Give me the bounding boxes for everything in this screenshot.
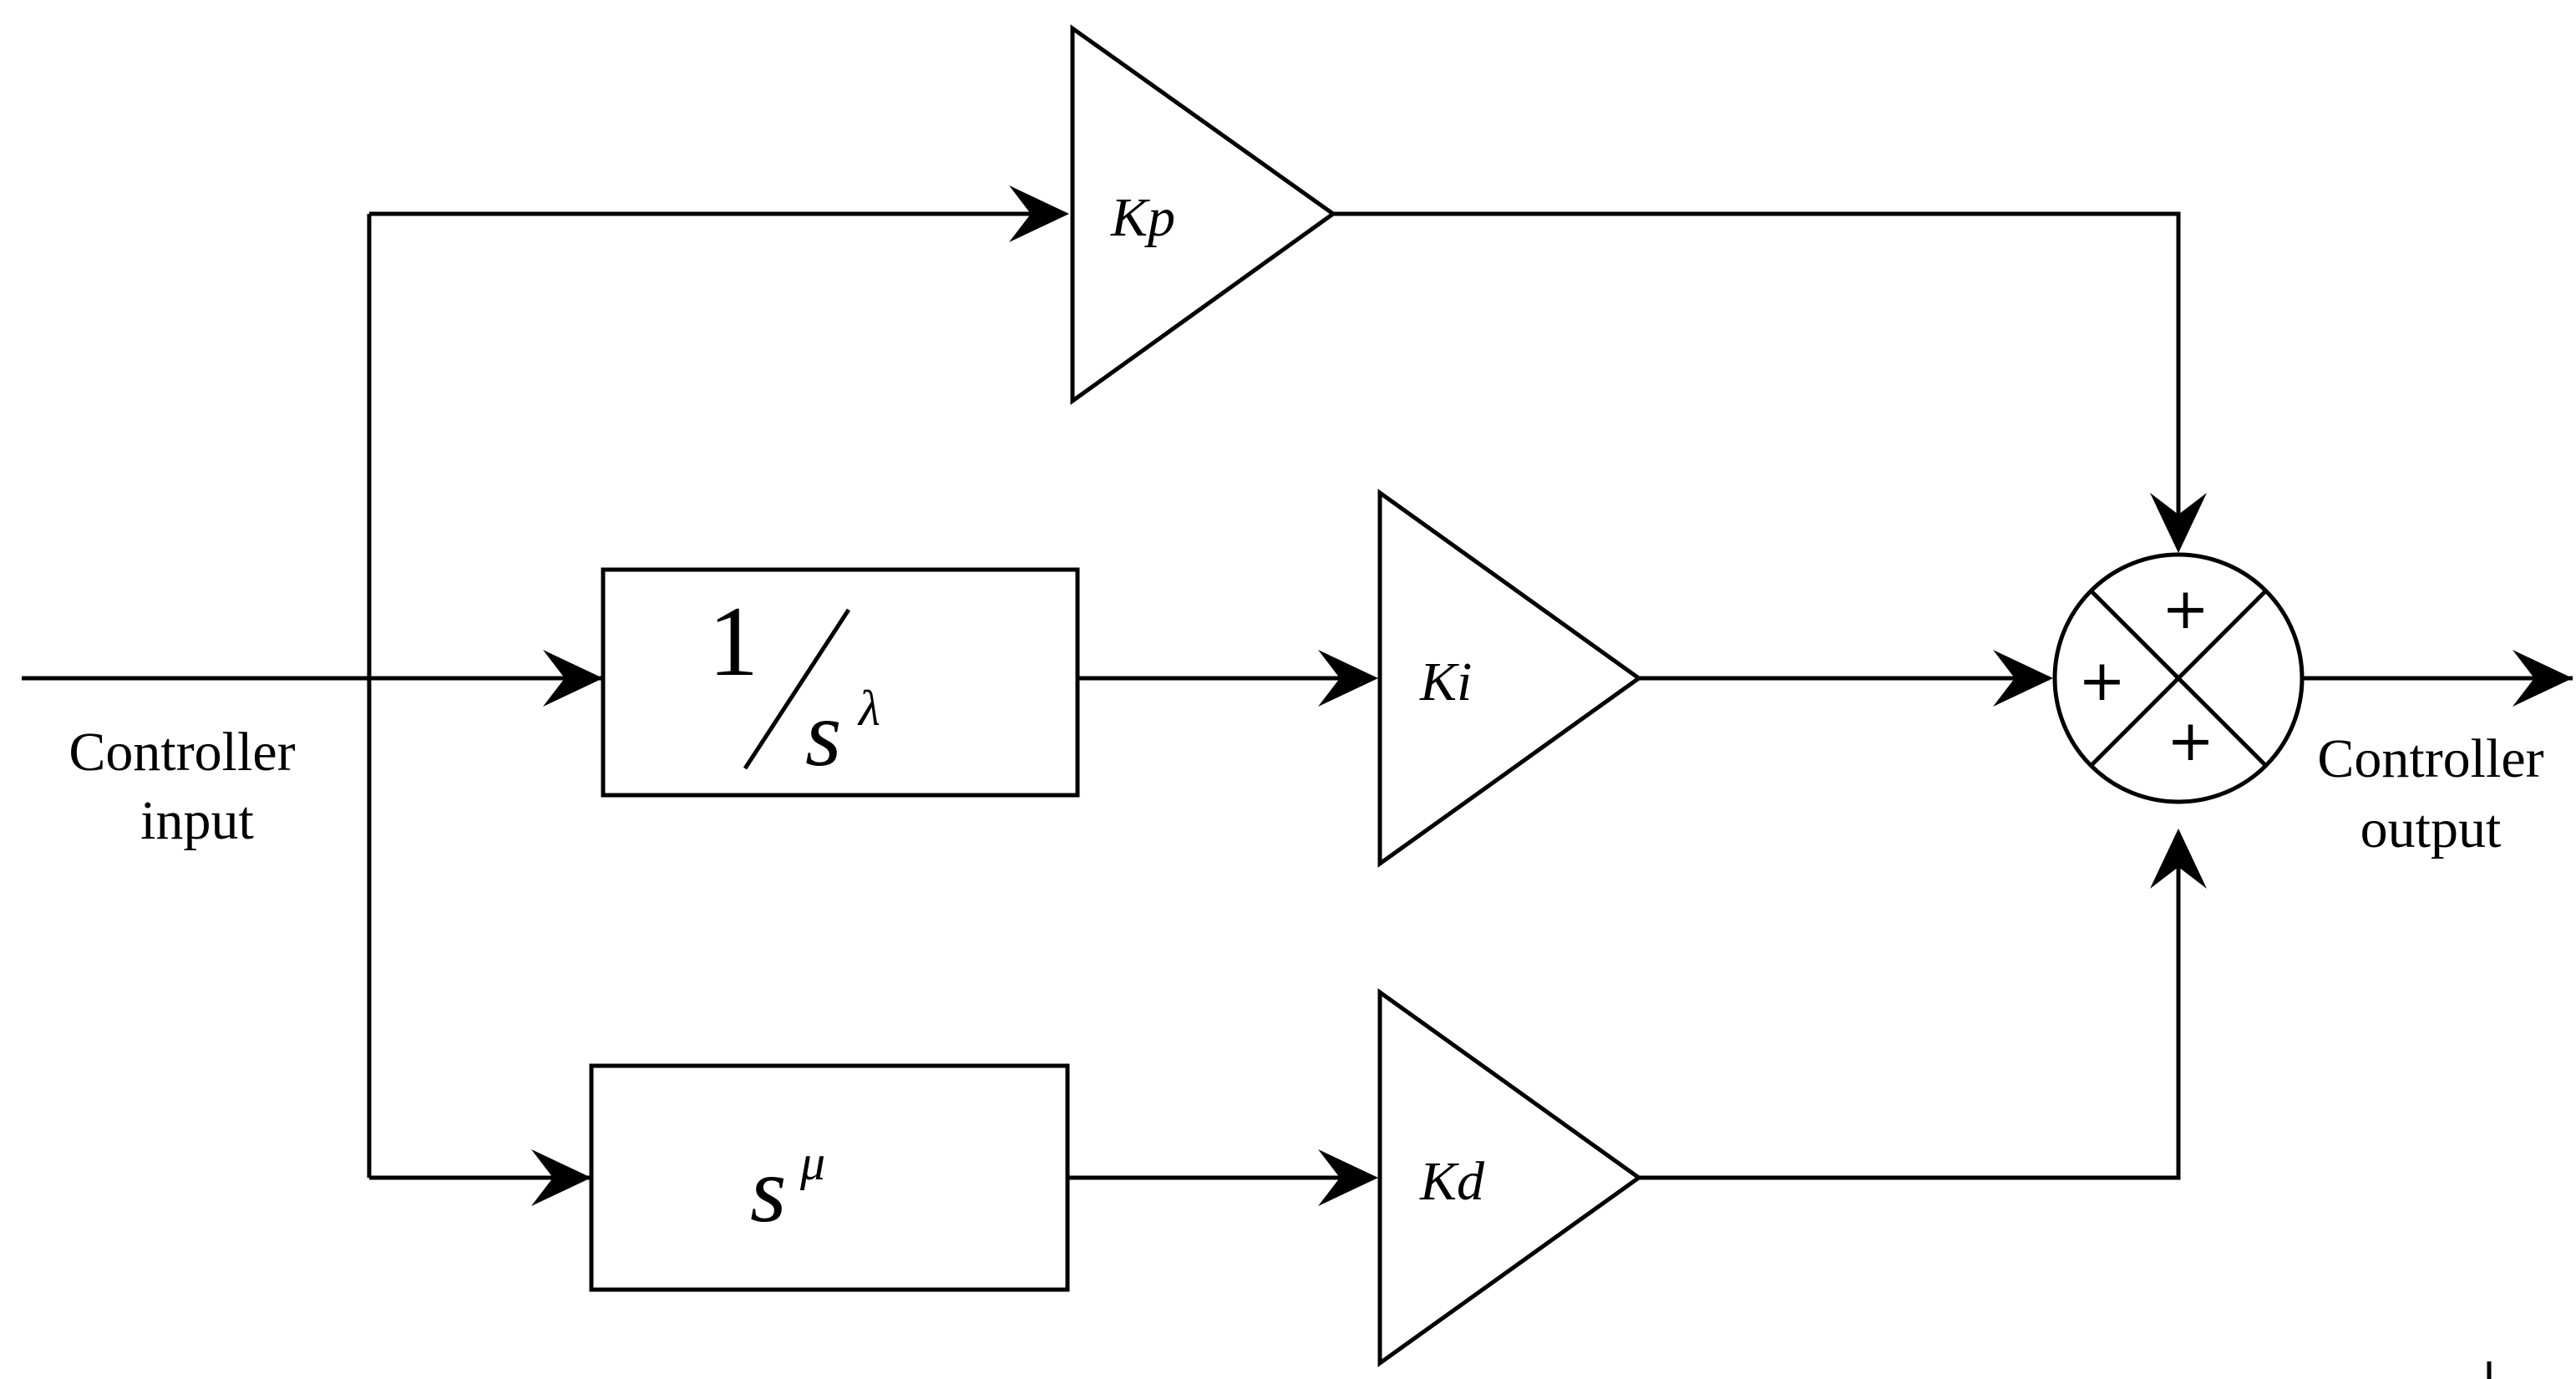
kd-triangle xyxy=(1377,988,1643,1367)
output-label: Controller output xyxy=(2317,728,2543,859)
integrator-numerator: 1 xyxy=(708,586,758,697)
plus-sign-top: + xyxy=(2162,576,2209,642)
differentiator-box xyxy=(589,1063,1070,1292)
integrator-block: 1 s λ xyxy=(601,567,1080,798)
differentiator-block: s μ xyxy=(589,1063,1070,1292)
summing-cross-line-b xyxy=(2089,589,2268,768)
summing-junction: + + + xyxy=(2052,552,2305,804)
ki-triangle xyxy=(1377,489,1643,868)
integrator-fraction-slash xyxy=(743,608,851,770)
input-label-line1: Controller xyxy=(68,722,295,783)
kp-label: Kp xyxy=(1110,187,1175,248)
plus-sign-left: + xyxy=(2078,648,2126,714)
plus-sign-bottom: + xyxy=(2167,708,2214,774)
kd-gain-block: Kd xyxy=(1377,988,1643,1367)
input-label-line2: input xyxy=(140,790,254,851)
kp-triangle xyxy=(1070,24,1337,405)
integrator-base: s xyxy=(805,682,842,786)
kd-label: Kd xyxy=(1419,1151,1485,1212)
differentiator-exponent: μ xyxy=(799,1135,825,1190)
ki-gain-block: Ki xyxy=(1377,489,1643,868)
input-label: Controller input xyxy=(68,722,295,851)
integrator-box xyxy=(601,567,1080,798)
kp-gain-block: Kp xyxy=(1070,24,1337,405)
kd-to-sum-wire xyxy=(1639,837,2181,1180)
differentiator-base: s xyxy=(750,1138,787,1242)
integrator-exponent: λ xyxy=(857,681,880,736)
kp-to-sum-wire xyxy=(1333,211,2181,545)
output-label-line1: Controller xyxy=(2317,728,2543,789)
ki-label: Ki xyxy=(1419,651,1472,712)
output-label-line2: output xyxy=(2360,799,2502,859)
